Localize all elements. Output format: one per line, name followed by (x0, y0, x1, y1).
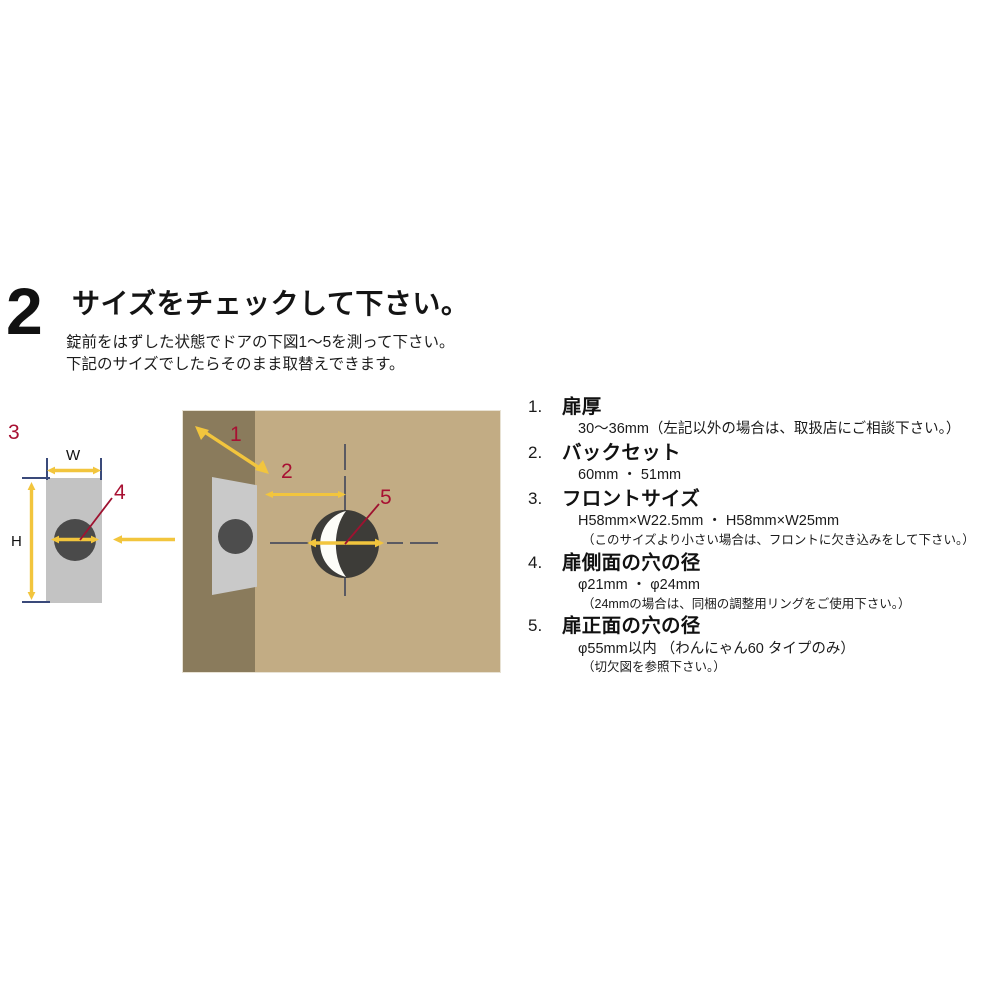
spec-item-3: 3. フロントサイズ H58mm×W22.5mm ・ H58mm×W25mm （… (528, 488, 1000, 550)
door-thickness-dimension-arrow (195, 426, 269, 474)
width-dimension-label: W (66, 447, 81, 464)
header-subtext-line-1: 錠前をはずした状態でドアの下図1〜5を測って下さい。 (66, 334, 455, 351)
callout-label-1: 1 (230, 423, 242, 446)
height-extension-line-bottom (22, 601, 50, 603)
spec-item-1: 1. 扉厚 30〜36mm（左記以外の場合は、取扱店にご相談下さい。） (528, 396, 1000, 440)
spec-item-2: 2. バックセット 60mm ・ 51mm (528, 442, 1000, 486)
spec-item-2-heading: バックセット (562, 441, 681, 464)
side-hole-diameter-arrow (51, 535, 99, 544)
front-plate-pointer-arrow (113, 535, 175, 544)
specification-list: 1. 扉厚 30〜36mm（左記以外の場合は、取扱店にご相談下さい。） 2. バ… (528, 396, 1000, 679)
spec-item-1-detail: 30〜36mm（左記以外の場合は、取扱店にご相談下さい。） (578, 421, 961, 438)
spec-item-3-heading: フロントサイズ (562, 487, 701, 510)
header-block: 2 サイズをチェックして下さい。 錠前をはずした状態でドアの下図1〜5を測って下… (0, 278, 540, 392)
spec-item-5-heading: 扉正面の穴の径 (562, 615, 701, 638)
step-number: 2 (6, 274, 43, 348)
spec-item-4: 4. 扉側面の穴の径 φ21mm ・ φ24mm （24mmの場合は、同梱の調整… (528, 552, 1000, 614)
front-plate-diagram: 3 W H 4 (0, 410, 185, 635)
header-subtext: 錠前をはずした状態でドアの下図1〜5を測って下さい。 下記のサイズでしたらそのま… (66, 332, 454, 377)
spec-item-4-note: （24mmの場合は、同梱の調整用リングをご使用下さい。） (582, 596, 911, 611)
height-extension-line-top (22, 477, 50, 479)
spec-item-5-detail: φ55mm以内 （わんにゃん60 タイプのみ） (578, 640, 855, 657)
spec-item-2-detail: 60mm ・ 51mm (578, 467, 682, 484)
spec-item-3-note: （このサイズより小さい場合は、フロントに欠き込みをして下さい。） (582, 532, 975, 547)
spec-item-3-number: 3. (528, 488, 543, 508)
width-extension-line-right (100, 458, 102, 480)
callout-label-4: 4 (114, 481, 126, 504)
spec-item-4-detail: φ21mm ・ φ24mm (578, 577, 700, 594)
width-dimension-arrow (47, 466, 101, 475)
spec-item-1-heading: 扉厚 (562, 396, 602, 418)
spec-item-2-number: 2. (528, 442, 543, 462)
door-cross-section-diagram: 1 2 5 (183, 411, 500, 672)
spec-item-1-number: 1. (528, 397, 543, 416)
header-subtext-line-2: 下記のサイズでしたらそのまま取替えできます。 (66, 356, 405, 374)
spec-item-5-number: 5. (528, 616, 543, 636)
height-dimension-arrow (27, 482, 36, 600)
spec-item-5-note: （切欠図を参照下さい。） (582, 660, 726, 675)
door-edge-faceplate-hole (218, 519, 253, 554)
face-hole-diameter-arrow (307, 538, 384, 548)
callout-label-5: 5 (380, 486, 392, 509)
spec-item-3-detail: H58mm×W22.5mm ・ H58mm×W25mm (578, 513, 840, 530)
callout-label-2: 2 (281, 460, 293, 483)
backset-dimension-arrow (265, 491, 346, 498)
spec-item-4-number: 4. (528, 552, 543, 572)
callout-label-3: 3 (8, 421, 20, 444)
height-dimension-label: H (11, 533, 22, 550)
page-title: サイズをチェックして下さい。 (72, 288, 470, 319)
width-extension-line-left (46, 458, 48, 480)
spec-item-5: 5. 扉正面の穴の径 φ55mm以内 （わんにゃん60 タイプのみ） （切欠図を… (528, 615, 1000, 677)
spec-item-4-heading: 扉側面の穴の径 (562, 551, 701, 574)
